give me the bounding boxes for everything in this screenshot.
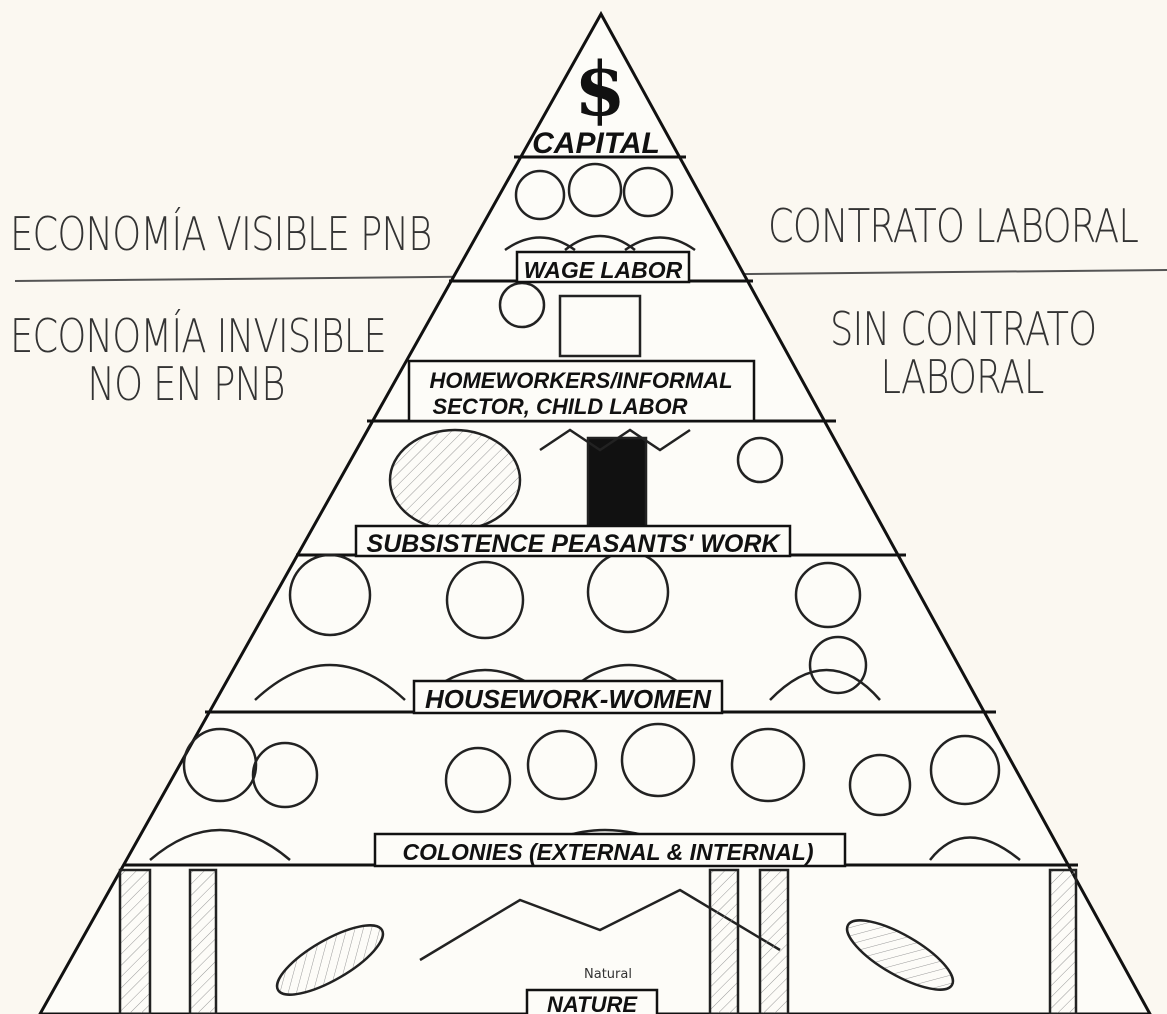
tier-label-homework-line2: SECTOR, CHILD LABOR <box>432 394 687 419</box>
tier-label-colonies: COLONIES (EXTERNAL & INTERNAL) <box>402 839 813 865</box>
person-figure <box>848 753 912 817</box>
woman-figure <box>288 553 372 637</box>
invisible-economy-line1: ECONOMÍA INVISIBLE <box>10 309 387 363</box>
illustration-figures <box>118 162 1078 1014</box>
tier-label-capital: CAPITAL <box>532 127 660 160</box>
tier-label-housework: HOUSEWORK-WOMEN <box>425 684 712 714</box>
person-figure <box>929 734 1001 806</box>
worker-figure <box>622 166 674 218</box>
no-contract-label: SIN CONTRATO LABORAL <box>830 302 1097 405</box>
person-figure <box>251 741 319 809</box>
farmer-figure <box>736 436 784 484</box>
worker-figure <box>514 169 566 221</box>
worker-figure <box>567 162 623 218</box>
tier-label-box-peasants <box>354 524 792 558</box>
tier-labels: CAPITAL WAGE LABOR HOMEWORKERS/INFORMAL … <box>354 127 847 1014</box>
tier-label-box-housework <box>412 679 724 715</box>
tier-label-peasants: SUBSISTENCE PEASANTS' WORK <box>367 530 782 558</box>
tier-label-homework-line1: HOMEWORKERS/INFORMAL <box>429 368 732 393</box>
invisible-economy-line2: NO EN PNB <box>87 357 285 412</box>
person-figure <box>730 727 806 803</box>
tier-label-wage: WAGE LABOR <box>524 257 683 283</box>
tree-trunk <box>118 868 152 1014</box>
person-figure <box>526 729 598 801</box>
contract-text: CONTRATO LABORAL <box>768 199 1139 253</box>
visible-economy-text: ECONOMÍA VISIBLE PNB <box>10 207 432 261</box>
tree-trunk <box>758 868 790 1014</box>
leaf <box>275 924 385 996</box>
fruit-basket <box>388 428 522 532</box>
tree-trunk <box>188 868 218 1014</box>
woman-figure <box>794 561 862 629</box>
tier-label-box-wage <box>515 250 691 284</box>
window-frame <box>558 294 642 358</box>
dollar-symbol: $ <box>574 47 626 133</box>
contract-label: CONTRATO LABORAL <box>768 199 1139 253</box>
tier-label-box-colonies <box>373 832 847 868</box>
person-figure <box>182 727 258 803</box>
tree-trunk <box>1048 868 1078 1014</box>
woman-figure <box>445 560 525 640</box>
tier-label-nature: NATURE <box>547 992 638 1014</box>
small-natural-text: Natural <box>584 967 632 982</box>
visible-economy-label: ECONOMÍA VISIBLE PNB <box>10 207 432 261</box>
child-figure <box>808 635 868 695</box>
person-figure <box>620 722 696 798</box>
tier-label-box-nature <box>525 988 659 1014</box>
no-contract-line2: LABORAL <box>880 350 1044 405</box>
doorway <box>586 436 648 530</box>
tree-trunk <box>708 868 740 1014</box>
no-contract-line1: SIN CONTRATO <box>830 302 1097 356</box>
leaf <box>845 919 955 991</box>
person-figure <box>444 746 512 814</box>
invisible-economy-label: ECONOMÍA INVISIBLE NO EN PNB <box>10 309 387 412</box>
tier-label-box-homework <box>407 359 756 423</box>
